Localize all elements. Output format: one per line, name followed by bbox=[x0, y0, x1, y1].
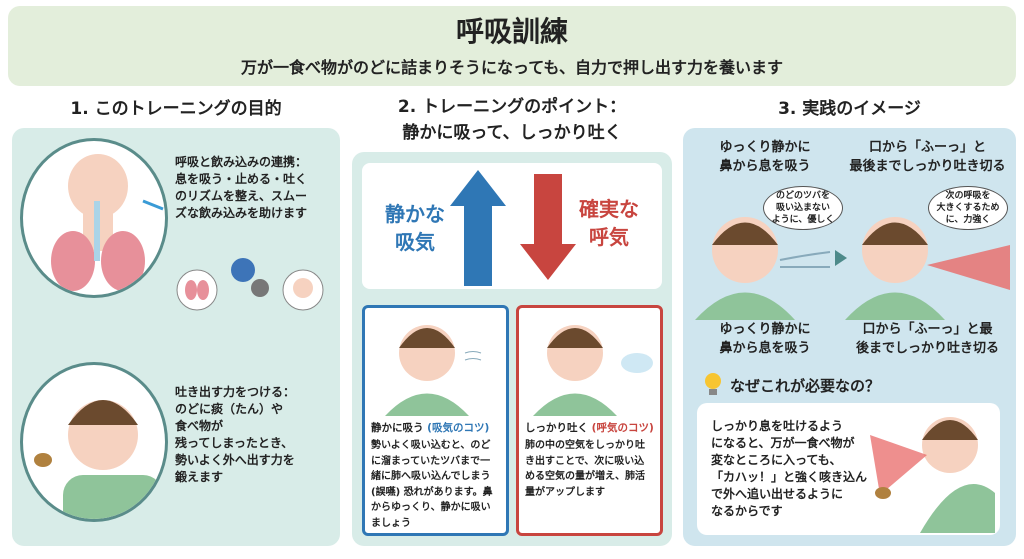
purpose-item-1: 呼吸と飲み込みの連携：息を吸う・止める・吐くのリズムを整え、スムーズな飲み込みを… bbox=[175, 155, 308, 220]
down-arrow-icon bbox=[520, 174, 576, 280]
thought-bubble-left: のどのツバを吸い込まないように、優しく bbox=[763, 186, 843, 230]
anatomy-illustration bbox=[20, 138, 168, 298]
coughing-out-illustration bbox=[870, 417, 995, 533]
lungs-gears-cycle-icon bbox=[176, 258, 324, 311]
top-right-caption: 口から「ふーっ」と最後までしっかり吐き切る bbox=[849, 140, 1006, 174]
lightbulb-icon bbox=[705, 373, 721, 395]
coughing-person-illustration bbox=[20, 362, 168, 522]
col2-heading: 2. トレーニングのポイント：静かに吸って、しっかり吐く bbox=[397, 97, 627, 143]
bottom-right-caption: 口から「ふーっ」と最後までしっかり吐き切る bbox=[855, 322, 999, 356]
exhale-tip-card: しっかり吐く (呼気のコツ) 肺の中の空気をしっかり吐き出すことで、次に吸い込め… bbox=[516, 305, 663, 536]
exhale-label: 確実な呼気 bbox=[579, 197, 639, 249]
inhale-tip-card: 静かに吸う (吸気のコツ) 勢いよく吸い込むと、のどに溜まっていたツバまで一緒に… bbox=[362, 305, 509, 536]
why-body: しっかり息を吐けるようになると、万が一食べ物が変なところに入っても、「カハッ！」… bbox=[711, 419, 868, 518]
inhale-label: 静かな吸気 bbox=[385, 202, 445, 254]
why-title: なぜこれが必要なの？ bbox=[730, 377, 881, 395]
page-title: 呼吸訓練 bbox=[455, 15, 568, 48]
up-arrow-icon bbox=[450, 170, 506, 286]
bottom-left-caption: ゆっくり静かに鼻から息を吸う bbox=[719, 322, 811, 356]
col1-heading: 1. このトレーニングの目的 bbox=[70, 99, 282, 119]
breathing-practice-illustration bbox=[695, 217, 1010, 320]
top-left-caption: ゆっくり静かに鼻から息を吸う bbox=[719, 140, 811, 174]
col3-heading: 3. 実践のイメージ bbox=[778, 99, 921, 119]
thought-bubble-right: 次の呼吸を大きくするために、力強く bbox=[928, 186, 1008, 230]
header-banner bbox=[8, 6, 1016, 86]
page-subtitle: 万が一食べ物がのどに詰まりそうになっても、自力で押し出す力を養います bbox=[241, 58, 783, 77]
breath-arrows-box bbox=[362, 163, 662, 289]
purpose-item-2: 吐き出す力をつける：のどに痰（たん）や食べ物が残ってしまったとき、勢いよく外へ出… bbox=[175, 385, 296, 484]
